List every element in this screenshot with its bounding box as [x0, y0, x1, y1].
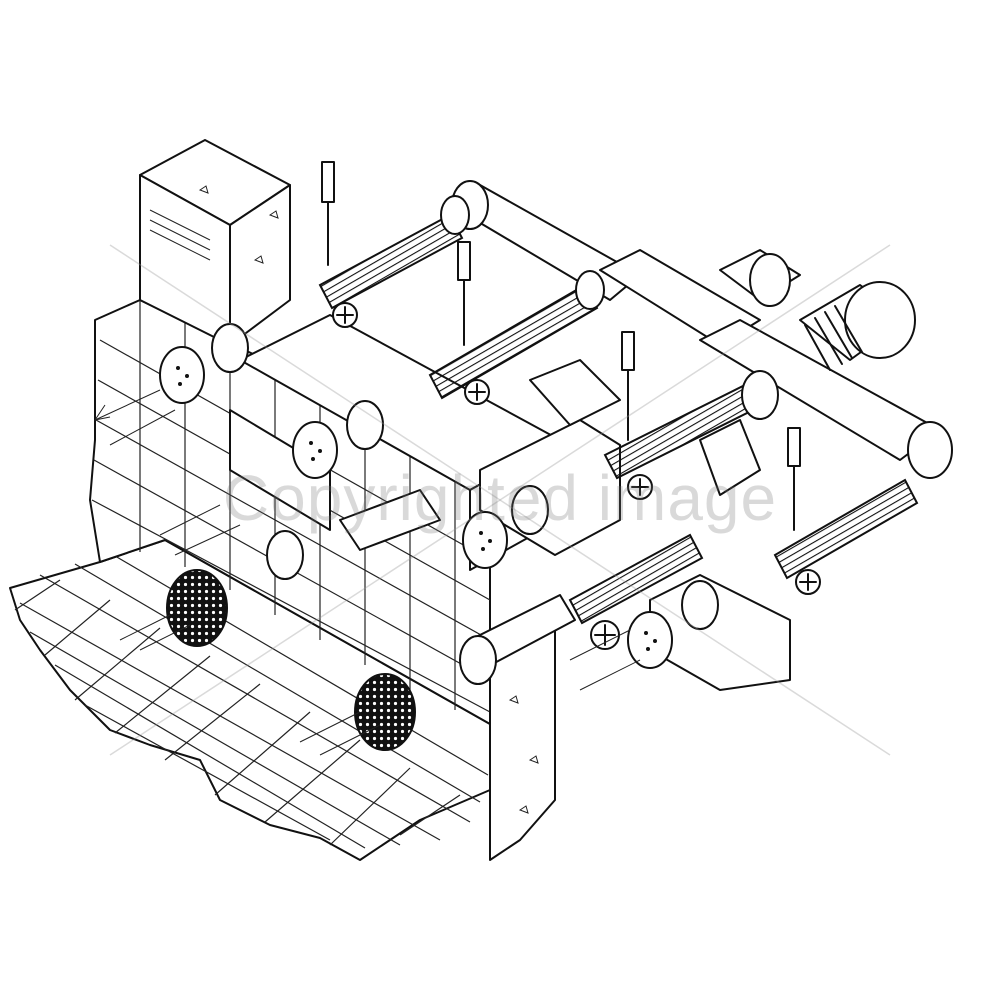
ball-valve	[321, 161, 801, 531]
corrugated-hose	[318, 213, 919, 625]
flow-arrows	[93, 389, 641, 756]
pump-motor	[799, 281, 916, 371]
watermark-text: Copyrighted image	[223, 462, 777, 534]
valve-wheel	[332, 302, 821, 650]
watermark: Copyrighted image	[109, 244, 891, 756]
pool-floor	[9, 539, 491, 861]
concrete-wall-section	[489, 599, 556, 861]
inlet-nozzle	[211, 195, 779, 685]
skimmer	[139, 139, 291, 346]
pool-wall	[89, 299, 491, 725]
main-drain	[166, 569, 416, 751]
massage-jet	[159, 346, 673, 669]
